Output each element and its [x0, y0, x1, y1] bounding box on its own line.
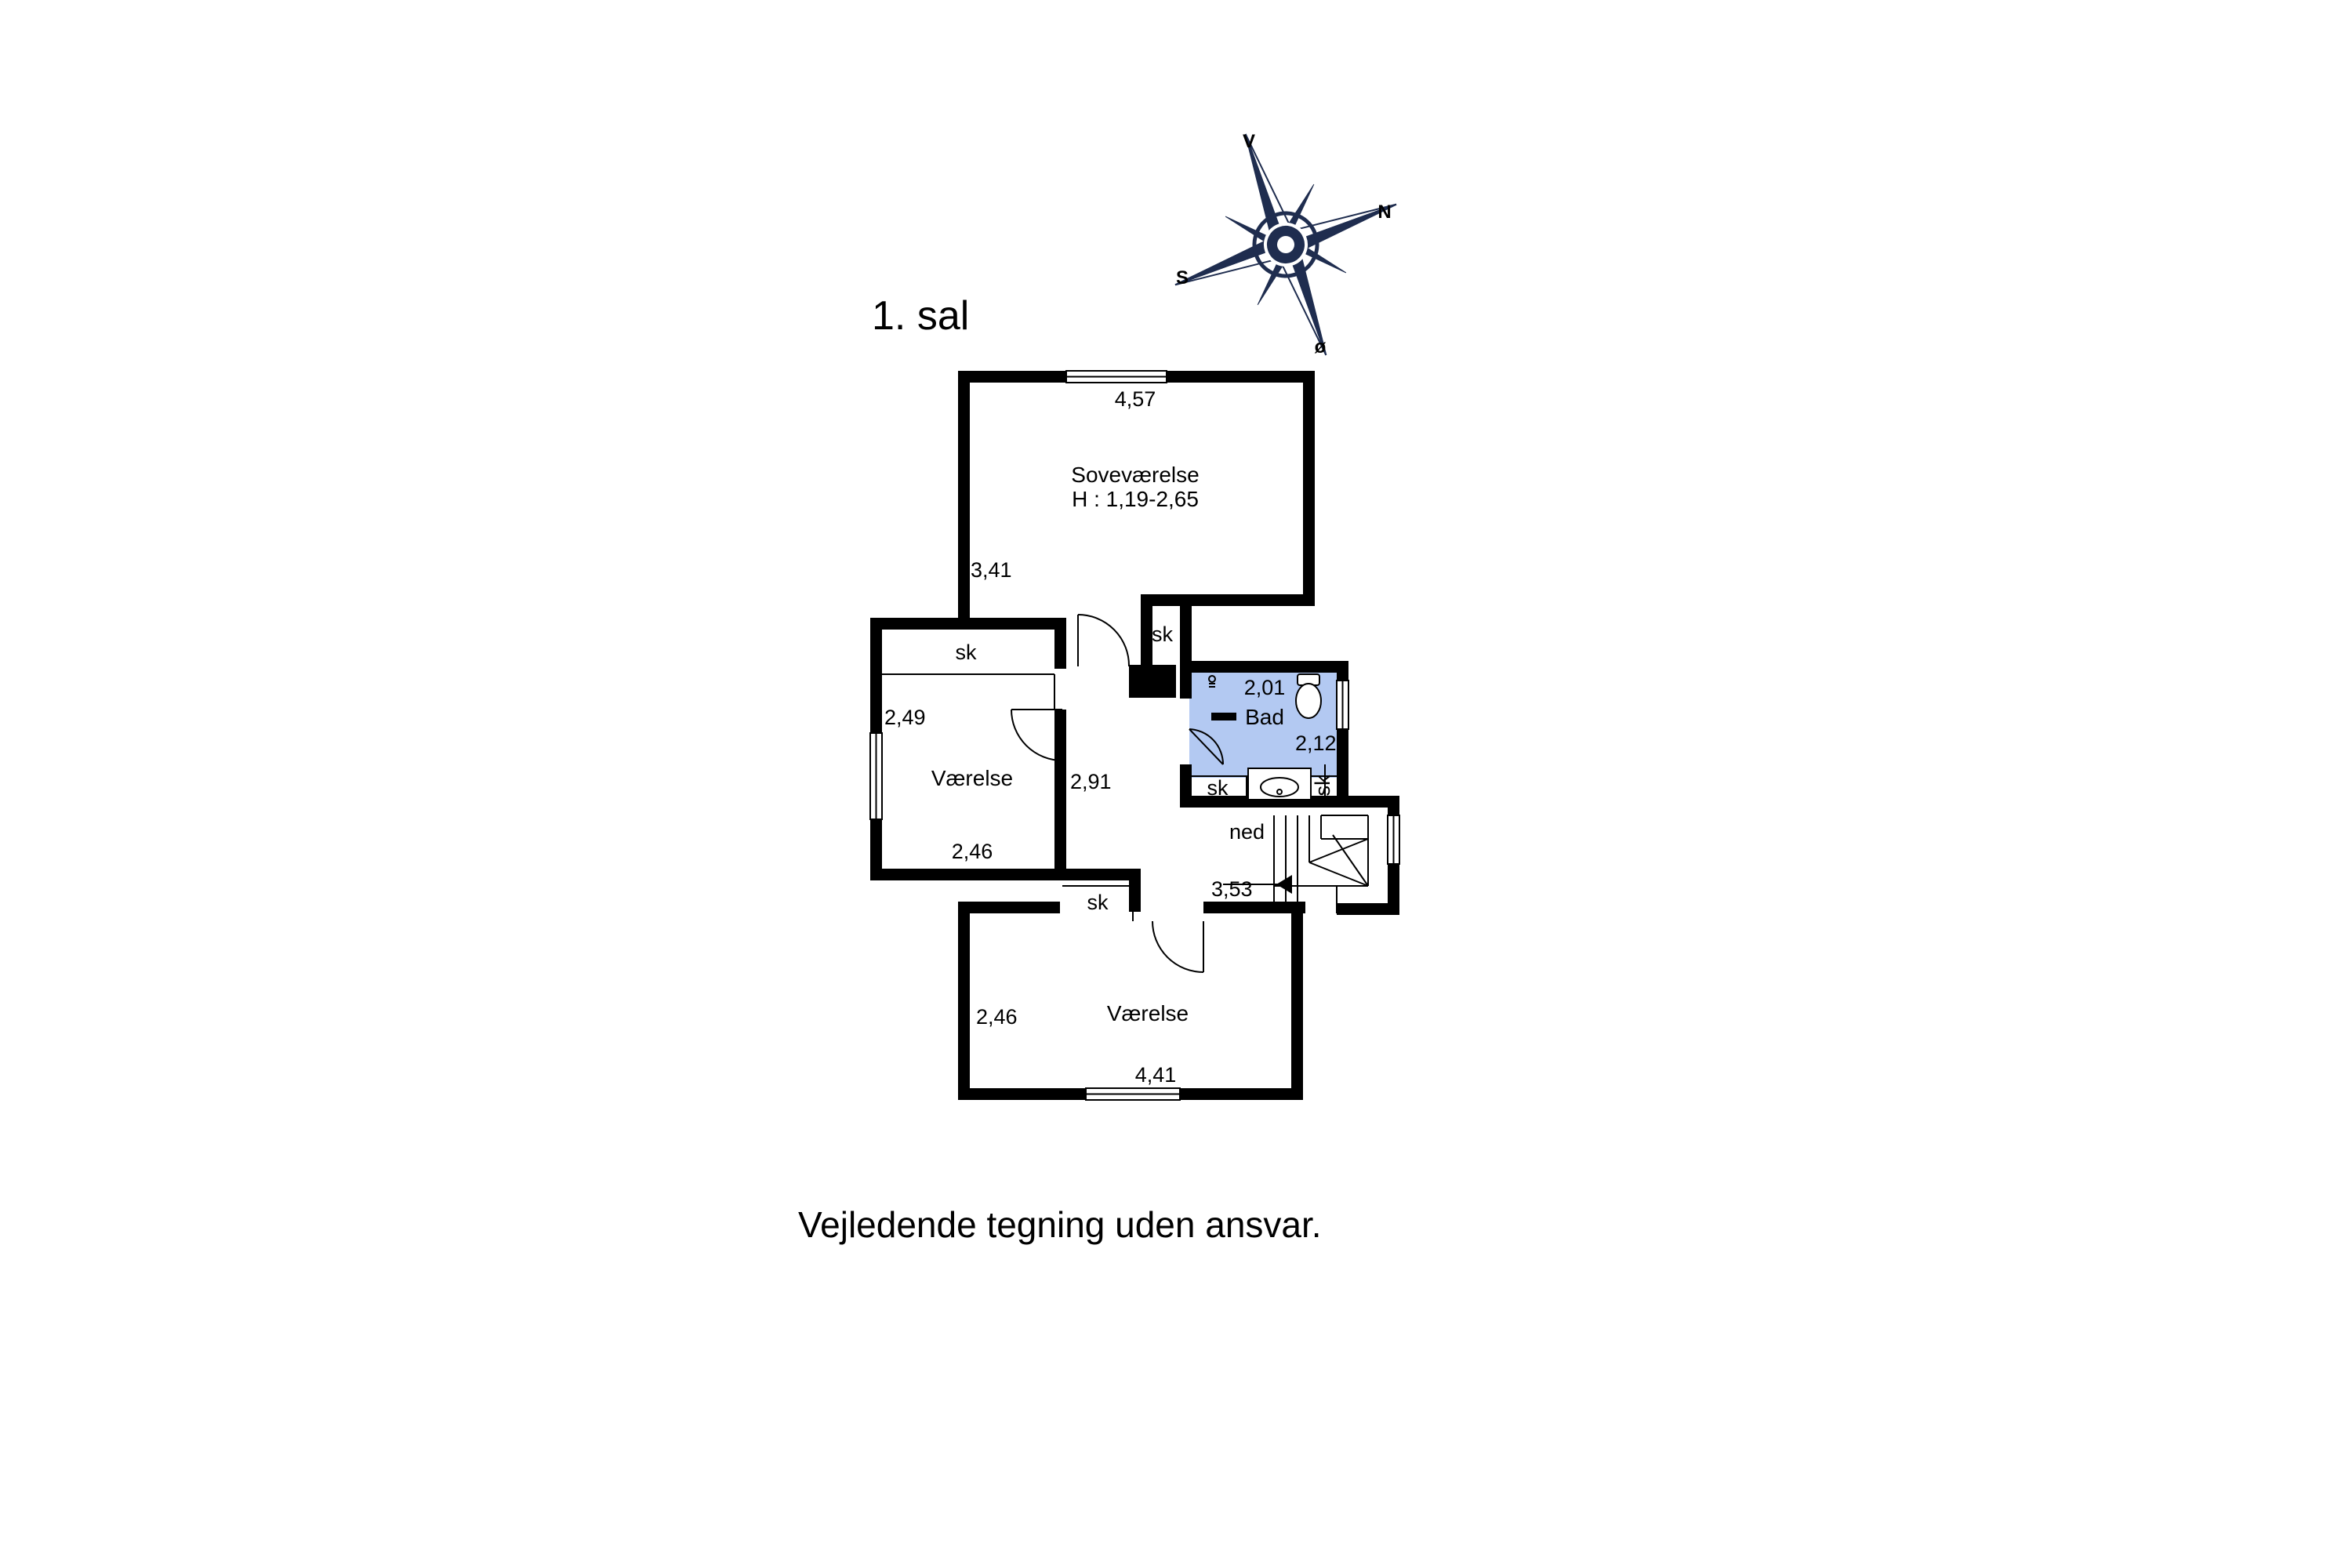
left-room-width-label: 2,46 — [952, 840, 993, 863]
compass-east-label: ø — [1315, 336, 1327, 358]
bedroom-depth-label: 3,41 — [971, 558, 1012, 582]
compass-center — [1272, 231, 1299, 258]
windows — [869, 370, 1400, 1101]
left-room-closet-label: sk — [956, 641, 978, 664]
stairs-arrow-icon — [1276, 875, 1292, 894]
door-swings — [1011, 614, 1225, 973]
bath-width-label: 2,01 — [1244, 676, 1286, 699]
bottom-room-closet-label: sk — [1087, 891, 1109, 914]
bath-closet-left-label: sk — [1207, 776, 1229, 800]
toilet-icon — [1295, 673, 1322, 719]
bedroom-name-label: Soveværelse — [1071, 463, 1199, 487]
bottom-room-depth-label: 2,46 — [976, 1005, 1018, 1029]
compass-south-label: S — [1176, 267, 1189, 289]
hall-closet-label: sk — [1152, 622, 1174, 646]
floor-title: 1. sal — [872, 293, 969, 339]
bath-closet-right-label: sk — [1311, 775, 1334, 797]
bedroom-height-label: H : 1,19-2,65 — [1072, 487, 1199, 511]
disclaimer-text: Vejledende tegning uden ansvar. — [798, 1204, 1322, 1245]
stairs-label: ned — [1229, 820, 1265, 844]
bedroom-width-label: 4,57 — [1115, 387, 1156, 411]
compass-ring — [1252, 211, 1319, 278]
bathroom-floor — [1189, 670, 1348, 778]
shower-icon — [1208, 675, 1216, 688]
bottom-room-name-label: Værelse — [1107, 1001, 1189, 1025]
bath-depth-label: 2,12 — [1295, 731, 1337, 755]
compass-west-label: V — [1243, 131, 1255, 152]
sink-icon — [1247, 768, 1312, 800]
left-room-depth-label: 2,49 — [884, 706, 926, 729]
compass-rose — [1174, 133, 1397, 356]
bath-name-label: Bad — [1245, 705, 1284, 729]
bottom-room-width-label: 4,41 — [1135, 1063, 1177, 1087]
compass-north-label: N — [1377, 201, 1391, 223]
hall-depth-label: 2,91 — [1070, 770, 1112, 793]
left-room-name-label: Værelse — [931, 766, 1013, 790]
stairs-length-label: 3,53 — [1211, 877, 1253, 901]
